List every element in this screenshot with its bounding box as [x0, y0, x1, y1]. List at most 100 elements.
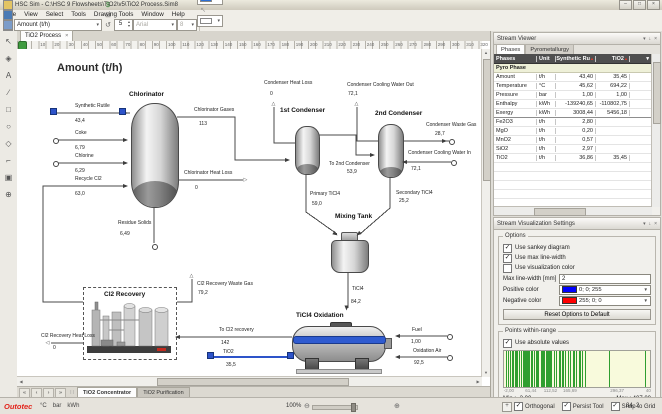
menu-down-icon[interactable]: ▾ — [643, 35, 646, 42]
second-condenser-vessel[interactable] — [378, 124, 404, 178]
minimize-button[interactable]: – — [619, 0, 632, 10]
table-empty-row[interactable] — [494, 181, 651, 190]
menu-window[interactable]: Window — [141, 11, 164, 18]
stream-line-primary-ticl4[interactable] — [305, 173, 338, 235]
pin-icon[interactable]: ↓ — [648, 220, 652, 227]
zoom-slider-handle[interactable] — [351, 403, 356, 412]
connector-tool[interactable]: ⌐ — [6, 156, 11, 165]
zoom-tool[interactable]: ⊕ — [5, 190, 12, 199]
fill-color-combo[interactable]: ▾ — [197, 15, 223, 27]
stream-line-cl2-recovery-waste-gas[interactable] — [175, 279, 193, 303]
image-tool[interactable]: ▣ — [4, 173, 13, 182]
pin-icon[interactable]: ↓ — [648, 35, 652, 42]
table-empty-row[interactable] — [494, 199, 651, 207]
select-tool[interactable]: ↖ — [5, 37, 12, 46]
table-empty-row[interactable] — [494, 163, 651, 172]
unit-bar[interactable]: bar — [52, 403, 62, 409]
status-checkbox-orthogonal[interactable]: ✓Orthogonal — [514, 402, 555, 411]
menu-select[interactable]: Select — [45, 11, 64, 18]
close-icon[interactable]: × — [65, 33, 69, 39]
column-header-phases[interactable]: Phases — [494, 55, 537, 62]
ticl4-oxidation-vessel[interactable] — [292, 326, 386, 362]
table-section-row[interactable]: Pyro Phase — [494, 64, 651, 73]
tab-splitter-grip[interactable]: ∷ — [70, 389, 74, 396]
close-button[interactable]: × — [647, 0, 660, 10]
checkbox[interactable]: ✓ — [610, 402, 620, 411]
table-horizontal-scrollbar[interactable] — [494, 206, 652, 216]
stepper-arrows[interactable]: ▲▼ — [127, 20, 131, 28]
scroll-down-icon[interactable]: ▼ — [484, 370, 488, 375]
checkbox[interactable]: ✓ — [503, 243, 512, 253]
font-size-select[interactable]: 8 ▾ — [177, 19, 197, 31]
rectangle-tool[interactable]: □ — [6, 105, 11, 114]
dollar-icon[interactable]: $ — [106, 1, 110, 9]
line-tool[interactable]: ∕ — [7, 88, 10, 97]
open-folder-icon[interactable] — [3, 0, 14, 10]
text-tool[interactable]: A — [5, 71, 12, 80]
scroll-up-icon[interactable]: ▲ — [484, 50, 488, 55]
flowsheet-canvas[interactable]: Amount (t/h) — [17, 49, 482, 377]
arrow-style-icon[interactable]: ↖ — [200, 7, 206, 14]
close-icon[interactable]: × — [654, 35, 657, 42]
menu-drawing-tools[interactable]: Drawing Tools — [93, 11, 134, 18]
stream-line-condenser-cooling-water-out[interactable] — [356, 107, 378, 142]
refresh-icon[interactable]: ↺ — [105, 22, 111, 29]
close-icon[interactable]: × — [654, 220, 657, 227]
maximize-button[interactable]: □ — [633, 0, 646, 10]
column-header-tio2[interactable]: TiO2▴ — [596, 55, 630, 62]
scrollbar-thumb[interactable] — [483, 59, 491, 181]
mixing-tank-vessel[interactable] — [331, 240, 369, 273]
expand-button[interactable]: + — [502, 402, 512, 412]
canvas-horizontal-scrollbar[interactable]: ◀ ▶ — [17, 376, 482, 386]
font-family-select[interactable]: Arial ▾ — [133, 19, 177, 31]
column-header-unit[interactable]: Unit — [537, 55, 556, 62]
unit-kwh[interactable]: kWh — [67, 403, 80, 409]
checkbox-use-visualization-color[interactable]: Use visualization color — [503, 263, 651, 273]
column-header-synthetic-ru[interactable]: Synthetic Ru▴ — [556, 55, 596, 62]
polygon-tool[interactable]: ◇ — [5, 139, 12, 148]
stream-viewer-title-bar[interactable]: Stream Viewer ▾↓× — [494, 33, 660, 45]
line-color-combo[interactable]: ▾ — [197, 0, 223, 5]
tab-tio2-process[interactable]: TiO2 Process × — [20, 30, 74, 41]
checkbox-use-sankey-diagram[interactable]: ✓Use sankey diagram — [503, 243, 651, 253]
menu-tools[interactable]: Tools — [71, 11, 86, 18]
window-icon[interactable]: ⊞ — [105, 12, 111, 19]
menu-down-icon[interactable]: ▾ — [643, 220, 646, 227]
table-vertical-scrollbar[interactable] — [651, 54, 661, 207]
stream-line-to-2nd-condenser[interactable] — [318, 134, 374, 156]
scroll-left-icon[interactable]: ◀ — [19, 379, 23, 384]
stream-line-condenser-heat-loss[interactable] — [273, 107, 296, 144]
menu-view[interactable]: View — [24, 11, 38, 18]
line-width-stepper[interactable]: 5 ▲▼ — [114, 19, 133, 31]
table-empty-row[interactable] — [494, 190, 651, 199]
scrollbar-thumb[interactable] — [534, 208, 586, 216]
stream-line-chlorinator-gases[interactable] — [177, 116, 289, 161]
stream-line-recycle-cl2[interactable] — [42, 185, 127, 303]
scroll-right-icon[interactable]: ▶ — [476, 379, 480, 384]
zoom-in-icon[interactable]: ⊕ — [394, 403, 400, 410]
positive-color-select[interactable]: 0; 0; 255 ▼ — [559, 284, 651, 295]
zoom-slider[interactable] — [312, 403, 358, 412]
checkbox-use-max-line-width[interactable]: ✓Use max line-width — [503, 253, 651, 263]
status-checkbox-snap-to-grid[interactable]: ✓Snap to Grid — [610, 402, 655, 411]
reset-options-button[interactable]: Reset Options to Default — [503, 309, 651, 320]
zoom-out-icon[interactable]: ⊖ — [304, 403, 310, 410]
save-all-icon[interactable] — [3, 20, 14, 30]
save-icon[interactable] — [3, 10, 14, 20]
checkbox[interactable]: ✓ — [514, 402, 523, 411]
stream-line-secondary-ticl4[interactable] — [359, 176, 391, 235]
visualization-title-bar[interactable]: Stream Visualization Settings ▾↓× — [494, 218, 660, 230]
checkbox[interactable] — [503, 263, 512, 273]
chlorinator-vessel[interactable] — [131, 103, 179, 208]
unit-c[interactable]: °C — [40, 403, 47, 409]
status-checkbox-persist-tool[interactable]: ✓Persist Tool — [561, 402, 604, 411]
